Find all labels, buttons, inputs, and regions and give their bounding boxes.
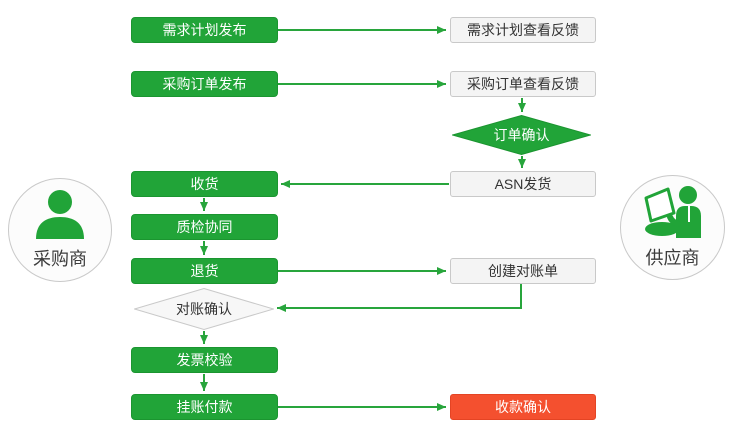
person-icon xyxy=(35,189,85,244)
node-asn-ship: ASN发货 xyxy=(450,171,596,197)
actor-buyer: 采购商 xyxy=(8,178,112,282)
node-return-goods: 退货 xyxy=(131,258,278,284)
node-purchase-order-publish: 采购订单发布 xyxy=(131,71,278,97)
node-statement-confirm: 对账确认 xyxy=(134,288,274,330)
node-order-confirm-label: 订单确认 xyxy=(493,127,550,143)
node-create-statement: 创建对账单 xyxy=(450,258,596,284)
actor-supplier: 供应商 xyxy=(620,175,725,280)
node-invoice-check: 发票校验 xyxy=(131,347,278,373)
node-demand-plan-publish: 需求计划发布 xyxy=(131,17,278,43)
diamond-shape xyxy=(134,288,274,330)
node-purchase-order-feedback: 采购订单查看反馈 xyxy=(450,71,596,97)
node-payment-posting: 挂账付款 xyxy=(131,394,278,420)
actor-supplier-label: 供应商 xyxy=(645,248,700,268)
diamond-shape xyxy=(452,115,591,155)
node-quality-inspect: 质检协同 xyxy=(131,214,278,240)
node-order-confirm: 订单确认 xyxy=(452,115,591,155)
node-receipt-confirm: 收款确认 xyxy=(450,394,596,420)
node-receive-goods: 收货 xyxy=(131,171,278,197)
actor-buyer-label: 采购商 xyxy=(33,249,87,269)
node-statement-confirm-label: 对账确认 xyxy=(176,301,232,317)
person-laptop-icon xyxy=(642,186,704,243)
edge-create-statement-to-statement-confirm xyxy=(277,284,522,312)
node-demand-plan-feedback: 需求计划查看反馈 xyxy=(450,17,596,43)
